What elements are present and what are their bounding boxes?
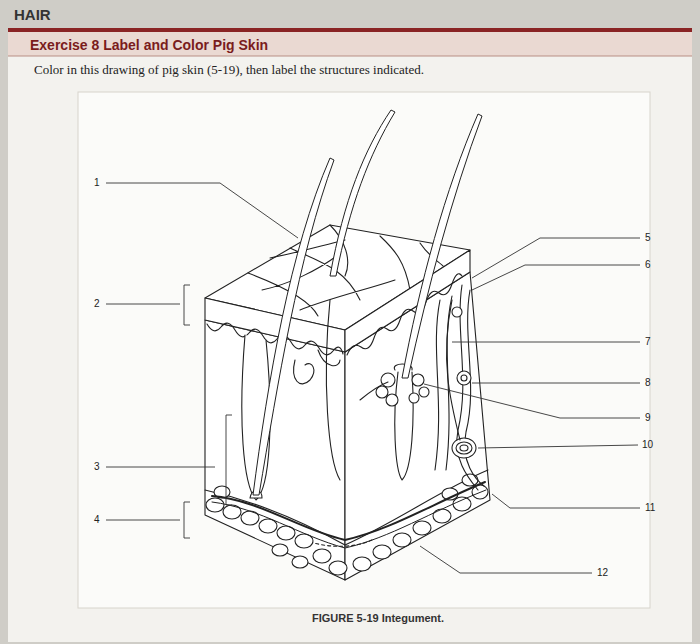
callout-number: 2 bbox=[94, 298, 100, 309]
callout-number: 3 bbox=[94, 461, 100, 472]
figure-area bbox=[78, 92, 650, 608]
callout-number: 8 bbox=[645, 377, 651, 388]
section-header: HAIR bbox=[14, 6, 51, 23]
callout-number: 5 bbox=[645, 232, 651, 243]
callout-number: 7 bbox=[645, 336, 651, 347]
callout-number: 4 bbox=[94, 514, 100, 525]
figure-caption: FIGURE 5-19 Integument. bbox=[312, 612, 444, 624]
callout-number: 11 bbox=[645, 502, 655, 513]
callout-number: 1 bbox=[94, 177, 100, 188]
exercise-title: Exercise 8 Label and Color Pig Skin bbox=[30, 37, 268, 53]
callout-number: 12 bbox=[597, 567, 608, 578]
title-rule bbox=[8, 28, 692, 32]
callout-number: 9 bbox=[645, 412, 651, 423]
callout-number: 6 bbox=[645, 259, 651, 270]
callout-number: 10 bbox=[642, 439, 653, 450]
title-bar bbox=[8, 32, 692, 56]
exercise-panel bbox=[8, 28, 692, 642]
instruction-text: Color in this drawing of pig skin (5-19)… bbox=[34, 62, 424, 78]
